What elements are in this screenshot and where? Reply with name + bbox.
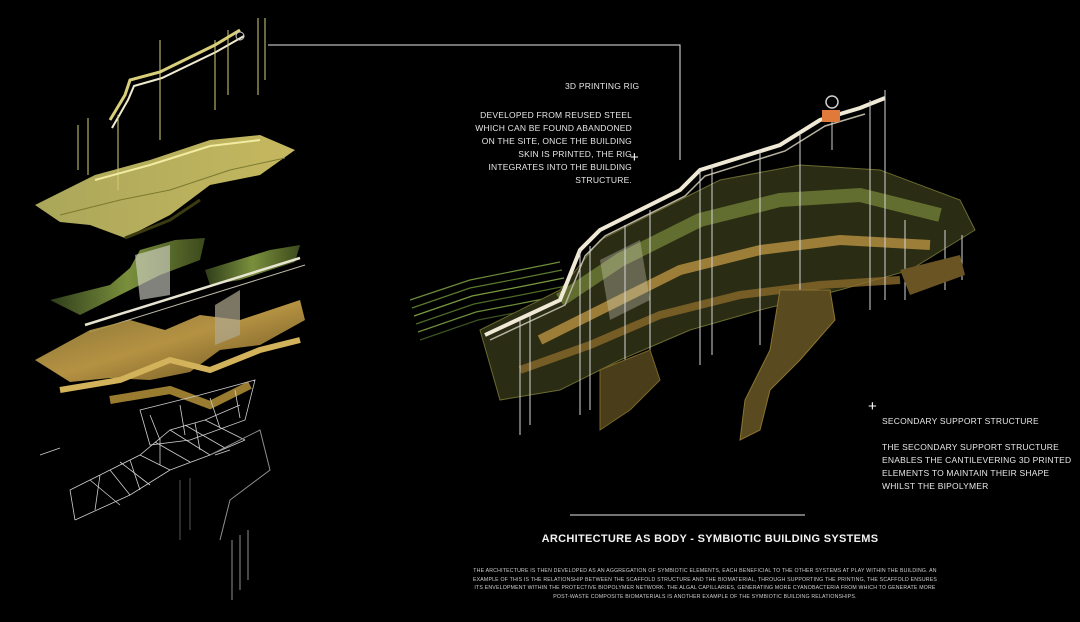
rig-annotation-body: DEVELOPED FROM REUSED STEEL WHICH CAN BE… xyxy=(475,110,632,185)
secondary-annotation-title: SECONDARY SUPPORT STRUCTURE xyxy=(882,416,1039,426)
plus-marker-icon: + xyxy=(868,398,877,415)
plus-marker-icon: + xyxy=(630,149,639,166)
rig-annotation-title: 3D PRINTING RIG xyxy=(565,81,640,91)
leader-line xyxy=(268,44,681,160)
section-body: THE ARCHITECTURE IS THEN DEVELOPED AS AN… xyxy=(472,568,938,600)
exploded-skin-layer xyxy=(35,135,295,240)
exploded-lower-support xyxy=(179,429,271,600)
secondary-annotation-body: THE SECONDARY SUPPORT STRUCTURE ENABLES … xyxy=(882,442,1072,491)
printing-rig-pipe xyxy=(484,95,886,341)
exploded-layer-stack xyxy=(35,18,306,600)
exploded-algae-layer xyxy=(50,238,306,333)
secondary-support xyxy=(599,255,965,441)
assembled-building xyxy=(409,90,976,441)
vertical-rods xyxy=(519,90,963,435)
exploded-rig-layer xyxy=(77,18,266,190)
exploded-scaffold-layer xyxy=(39,379,256,521)
section-title: ARCHITECTURE AS BODY - SYMBIOTIC BUILDIN… xyxy=(541,533,879,545)
